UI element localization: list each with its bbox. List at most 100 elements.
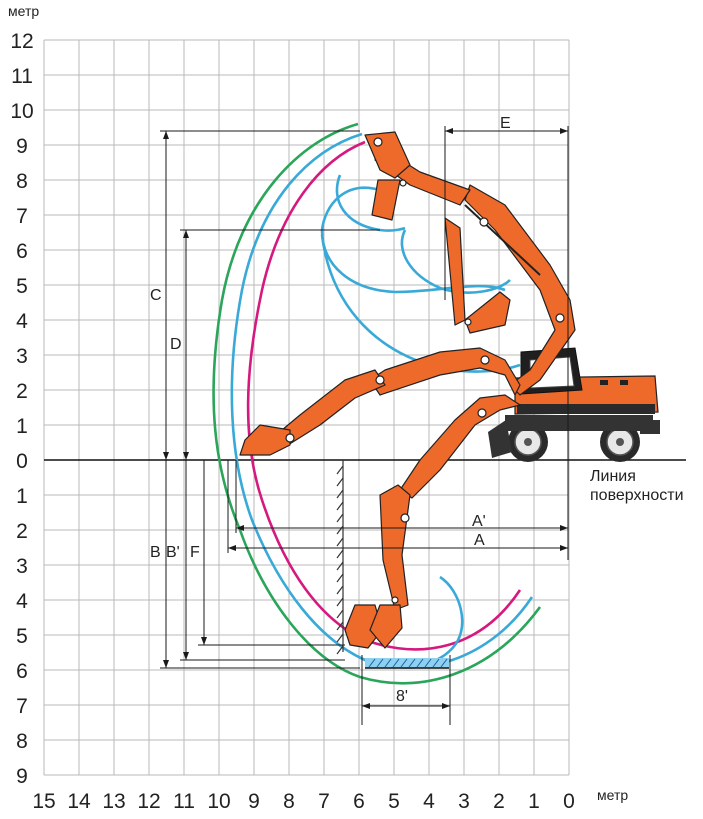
dim-label-8-prime: 8': [396, 688, 408, 705]
dim-label-d: D: [170, 336, 182, 353]
magenta-reach-curve: [246, 140, 522, 651]
y-tick-label: 3: [16, 345, 28, 368]
dozer-blade: [488, 420, 512, 458]
floor-hatch-line: [376, 658, 384, 668]
x-tick-label: 14: [67, 790, 91, 813]
dimension-lines: [160, 126, 569, 725]
dim-label-b: B: [150, 544, 161, 561]
y-tick-label: 6: [16, 240, 28, 263]
y-tick-label: 0: [16, 450, 28, 473]
x-tick-label: 11: [173, 790, 195, 813]
excavator-poses: [239, 131, 576, 649]
wall-hatch-line: [336, 621, 344, 631]
green-reach-curve: [212, 122, 542, 685]
wall-hatch-line: [336, 525, 344, 535]
x-unit-label: метр: [597, 787, 628, 803]
wall-hatch-line: [336, 585, 344, 595]
deck: [517, 404, 655, 414]
pose-dig-depth: [344, 394, 521, 649]
y-tick-label: 9: [16, 765, 28, 788]
floor-hatch-line: [384, 658, 392, 668]
wheel-rear: [600, 422, 640, 462]
cyan-bucket-arc-mid: [400, 229, 511, 294]
x-tick-label: 4: [423, 790, 435, 813]
x-tick-label: 12: [137, 790, 160, 813]
excavation-wall: [336, 460, 344, 655]
wall-hatch-line: [336, 609, 344, 619]
floor-hatch-line: [432, 658, 440, 668]
x-tick-label: 9: [248, 790, 260, 813]
wall-hatch-line: [336, 597, 344, 607]
wall-hatch-line: [336, 537, 344, 547]
x-tick-label: 5: [388, 790, 400, 813]
y-tick-label: 8: [16, 170, 28, 193]
wall-hatch-line: [336, 573, 344, 583]
wall-hatch-line: [336, 561, 344, 571]
wall-hatch-line: [336, 549, 344, 559]
y-tick-label: 1: [16, 485, 28, 508]
wall-hatch-line: [336, 489, 344, 499]
dim-label-b-prime: B': [166, 544, 180, 561]
y-unit-label: метр: [8, 3, 39, 19]
y-tick-label: 9: [16, 135, 28, 158]
y-tick-label: 1: [16, 415, 28, 438]
wall-hatch-line: [336, 501, 344, 511]
pose-high-reach: [364, 131, 576, 396]
y-axis-down-ticks: 1 2 3 4 5 6 7 8 9: [16, 485, 28, 788]
x-tick-label: 13: [102, 790, 125, 813]
outrigger: [640, 420, 660, 434]
dim-label-e: E: [500, 115, 511, 132]
y-tick-label: 2: [16, 520, 28, 543]
excavator: [488, 347, 660, 462]
x-tick-label: 7: [318, 790, 330, 813]
y-tick-label: 8: [16, 730, 28, 753]
y-tick-label: 4: [16, 310, 28, 333]
y-tick-label: 11: [11, 65, 33, 88]
dim-label-c: C: [150, 287, 162, 304]
ground-line-label: Линия поверхности: [590, 468, 684, 504]
y-tick-label: 7: [16, 695, 28, 718]
dim-label-a: A: [474, 532, 485, 549]
x-tick-label: 0: [563, 790, 575, 813]
y-tick-label: 10: [10, 100, 33, 123]
wall-hatch-line: [336, 477, 344, 487]
ground-line-label-2: поверхности: [590, 487, 684, 504]
pose-far-reach: [239, 347, 521, 456]
dimension-arrows: [163, 128, 568, 709]
x-tick-label: 15: [32, 790, 55, 813]
undercarriage: [505, 415, 653, 431]
floor-hatch-line: [368, 658, 376, 668]
y-tick-label: 6: [16, 660, 28, 683]
x-tick-label: 3: [458, 790, 470, 813]
wall-hatch-line: [336, 633, 344, 643]
ground-line-label-1: Линия: [590, 468, 636, 485]
dim-label-a-prime: A': [472, 513, 486, 530]
x-tick-label: 1: [528, 790, 540, 813]
floor-hatch-line: [408, 658, 416, 668]
y-tick-label: 2: [16, 380, 28, 403]
x-tick-label: 2: [493, 790, 505, 813]
wall-hatch-line: [336, 645, 344, 655]
y-tick-label: 5: [16, 625, 28, 648]
x-tick-label: 10: [207, 790, 230, 813]
y-tick-label: 7: [16, 205, 28, 228]
wall-hatch-line: [336, 513, 344, 523]
y-tick-label: 4: [16, 590, 28, 613]
y-tick-label: 3: [16, 555, 28, 578]
x-tick-label: 6: [353, 790, 365, 813]
dim-label-f: F: [190, 544, 200, 561]
excavation-floor: [365, 658, 449, 669]
x-tick-label: 8: [283, 790, 295, 813]
y-tick-label: 12: [10, 30, 33, 53]
y-tick-label: 5: [16, 275, 28, 298]
wheel-front: [508, 422, 548, 462]
floor-hatch-line: [400, 658, 408, 668]
floor-hatch-line: [416, 658, 424, 668]
floor-hatch-line: [424, 658, 432, 668]
floor-hatch-line: [392, 658, 400, 668]
wall-hatch-line: [336, 465, 344, 475]
floor-hatch-line: [440, 658, 448, 668]
